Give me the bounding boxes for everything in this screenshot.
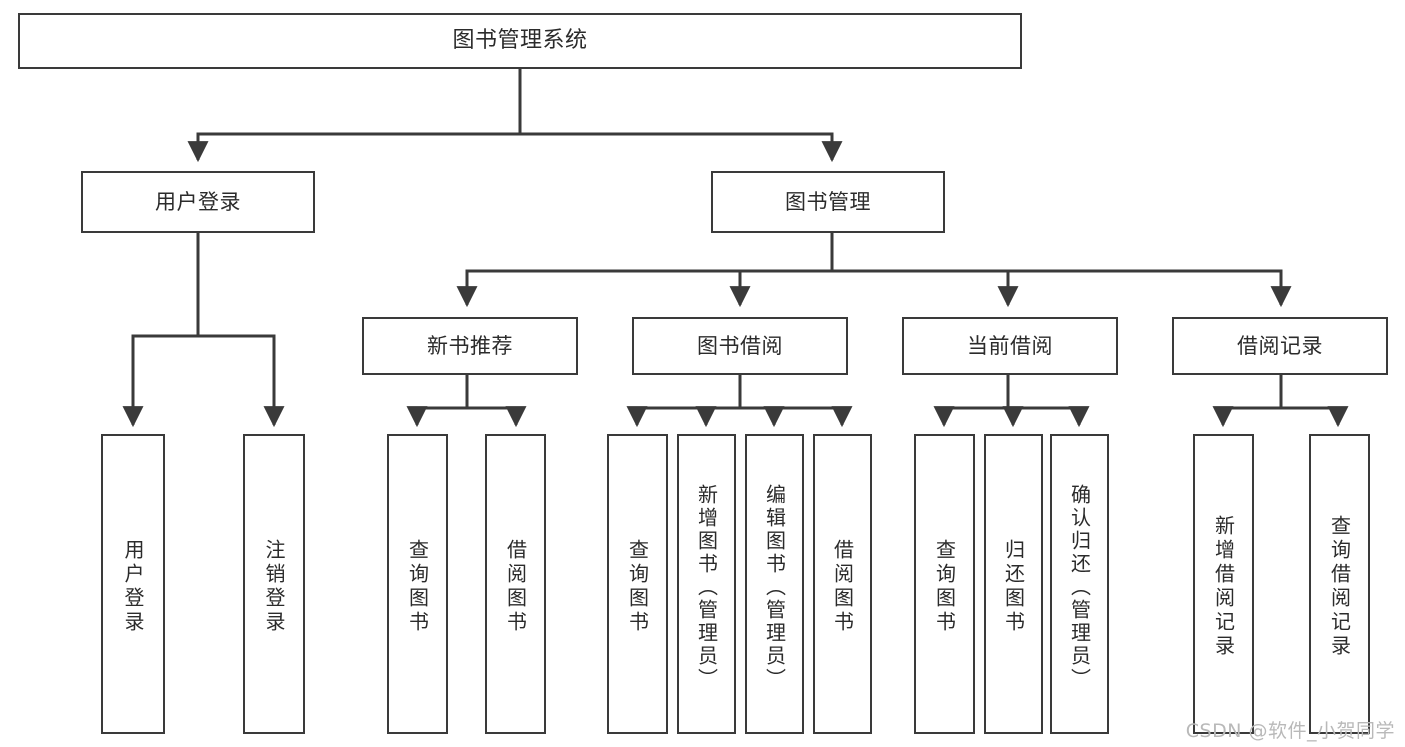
node-leaf-borrow-query-book[interactable]: 查询图书 xyxy=(607,434,668,734)
leaf-inner: 用户登录 xyxy=(103,442,163,732)
node-leaf-confirm-return-admin-label: 确认归还（管理员） xyxy=(1067,483,1092,691)
leaf-inner: 新增借阅记录 xyxy=(1195,442,1252,732)
leaf-inner: 编辑图书（管理员） xyxy=(747,442,802,732)
node-leaf-current-query-book[interactable]: 查询图书 xyxy=(914,434,975,734)
node-leaf-logout-label: 注销登录 xyxy=(262,539,286,635)
node-leaf-recommend-borrow-book[interactable]: 借阅图书 xyxy=(485,434,546,734)
node-user-login-label: 用户登录 xyxy=(155,189,241,214)
node-root-system[interactable]: 图书管理系统 xyxy=(18,13,1022,69)
node-leaf-add-book-admin[interactable]: 新增图书（管理员） xyxy=(677,434,736,734)
node-leaf-recommend-query-book[interactable]: 查询图书 xyxy=(387,434,448,734)
leaf-inner: 新增图书（管理员） xyxy=(679,442,734,732)
node-leaf-edit-book-admin-label: 编辑图书（管理员） xyxy=(762,483,787,691)
node-borrow-record-label: 借阅记录 xyxy=(1237,333,1323,358)
node-leaf-borrow-borrow-book[interactable]: 借阅图书 xyxy=(813,434,872,734)
node-borrow-record[interactable]: 借阅记录 xyxy=(1172,317,1388,375)
node-current-borrow[interactable]: 当前借阅 xyxy=(902,317,1118,375)
node-book-management-label: 图书管理 xyxy=(785,189,871,214)
node-leaf-user-login-label: 用户登录 xyxy=(121,539,145,635)
node-leaf-current-query-book-label: 查询图书 xyxy=(932,539,957,635)
node-leaf-edit-book-admin[interactable]: 编辑图书（管理员） xyxy=(745,434,804,734)
node-book-management[interactable]: 图书管理 xyxy=(711,171,945,233)
node-leaf-query-borrow-record[interactable]: 查询借阅记录 xyxy=(1309,434,1370,734)
node-leaf-recommend-query-book-label: 查询图书 xyxy=(405,539,430,635)
node-root-system-label: 图书管理系统 xyxy=(452,28,588,54)
node-leaf-recommend-borrow-book-label: 借阅图书 xyxy=(503,539,528,635)
node-leaf-return-book-label: 归还图书 xyxy=(1001,539,1026,635)
node-leaf-add-book-admin-label: 新增图书（管理员） xyxy=(694,483,719,691)
node-leaf-return-book[interactable]: 归还图书 xyxy=(984,434,1043,734)
leaf-inner: 借阅图书 xyxy=(487,442,544,732)
node-book-borrow-label: 图书借阅 xyxy=(697,333,783,358)
node-new-book-recommend-label: 新书推荐 xyxy=(427,333,513,358)
leaf-inner: 借阅图书 xyxy=(815,442,870,732)
csdn-watermark: CSDN @软件_小贺同学 xyxy=(1185,720,1395,742)
node-current-borrow-label: 当前借阅 xyxy=(967,333,1053,358)
leaf-inner: 归还图书 xyxy=(986,442,1041,732)
node-book-borrow[interactable]: 图书借阅 xyxy=(632,317,848,375)
node-leaf-confirm-return-admin[interactable]: 确认归还（管理员） xyxy=(1050,434,1109,734)
node-leaf-borrow-borrow-book-label: 借阅图书 xyxy=(830,539,855,635)
node-leaf-logout[interactable]: 注销登录 xyxy=(243,434,305,734)
node-new-book-recommend[interactable]: 新书推荐 xyxy=(362,317,578,375)
leaf-inner: 确认归还（管理员） xyxy=(1052,442,1107,732)
node-leaf-query-borrow-record-label: 查询借阅记录 xyxy=(1327,515,1352,659)
node-leaf-borrow-query-book-label: 查询图书 xyxy=(625,539,650,635)
node-leaf-add-borrow-record-label: 新增借阅记录 xyxy=(1211,515,1236,659)
leaf-inner: 查询借阅记录 xyxy=(1311,442,1368,732)
node-user-login[interactable]: 用户登录 xyxy=(81,171,315,233)
leaf-inner: 查询图书 xyxy=(916,442,973,732)
leaf-inner: 查询图书 xyxy=(609,442,666,732)
leaf-inner: 查询图书 xyxy=(389,442,446,732)
node-leaf-add-borrow-record[interactable]: 新增借阅记录 xyxy=(1193,434,1254,734)
leaf-inner: 注销登录 xyxy=(245,442,303,732)
node-leaf-user-login[interactable]: 用户登录 xyxy=(101,434,165,734)
